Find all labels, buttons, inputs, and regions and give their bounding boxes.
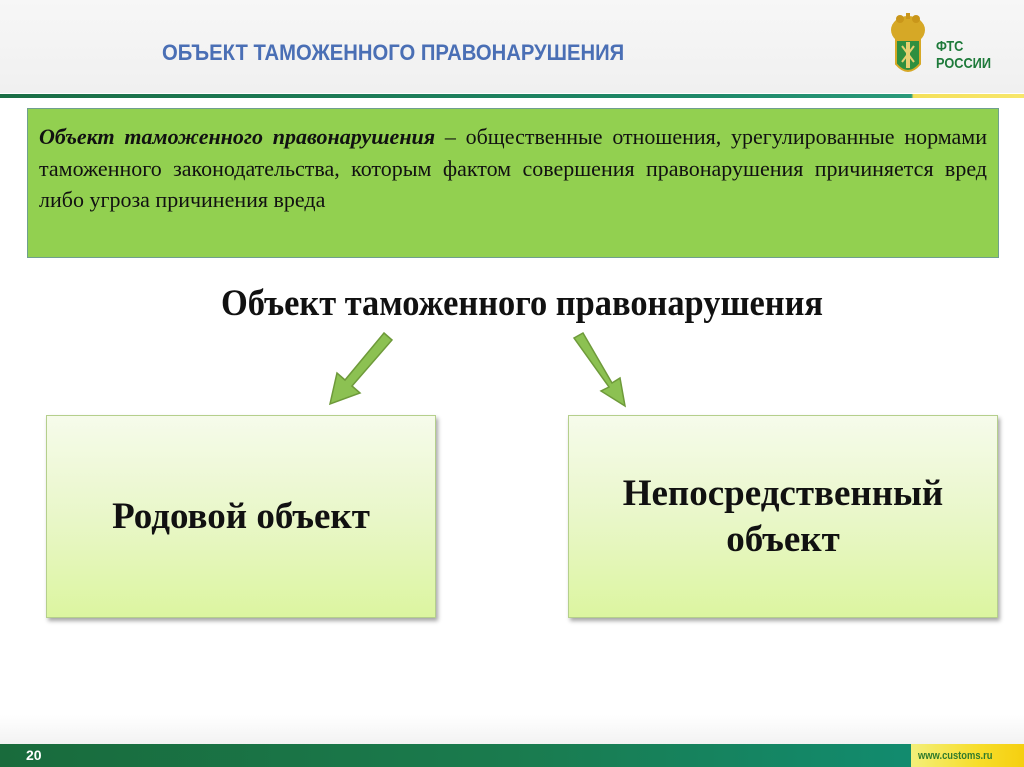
diagram-root-label: Объект таможенного правонарушения (220, 283, 824, 324)
footer-fade (0, 715, 1024, 745)
logo-line-2: РОССИИ (936, 55, 991, 72)
footer-accent (911, 744, 1024, 767)
arrow-down-left-icon (328, 331, 394, 406)
definition-text: – общественные отношения, урегулированны… (39, 124, 987, 212)
definition-box: Объект таможенного правонарушения – обще… (27, 108, 999, 258)
arrow-down-right-icon (572, 331, 627, 408)
website-link[interactable]: www.customs.ru (918, 750, 993, 762)
generic-object-label: Родовой объект (112, 495, 370, 537)
generic-object-box: Родовой объект (46, 415, 436, 618)
definition-term: Объект таможенного правонарушения (39, 124, 436, 149)
logo-text: ФТС РОССИИ (936, 38, 991, 72)
direct-object-label: Непосредственный объект (622, 472, 944, 560)
fts-logo: ФТС РОССИИ (888, 12, 1018, 82)
page-number: 20 (26, 747, 42, 763)
header-divider (0, 94, 1024, 98)
slide-title: ОБЪЕКТ ТАМОЖЕННОГО ПРАВОНАРУШЕНИЯ (162, 40, 625, 65)
double-headed-eagle-emblem-icon (891, 13, 925, 72)
direct-object-box: Непосредственный объект (568, 415, 998, 618)
slide-header: ОБЪЕКТ ТАМОЖЕННОГО ПРАВОНАРУШЕНИЯ ФТС РО… (0, 0, 1024, 93)
slide-footer (0, 744, 1024, 767)
logo-line-1: ФТС (936, 38, 964, 55)
